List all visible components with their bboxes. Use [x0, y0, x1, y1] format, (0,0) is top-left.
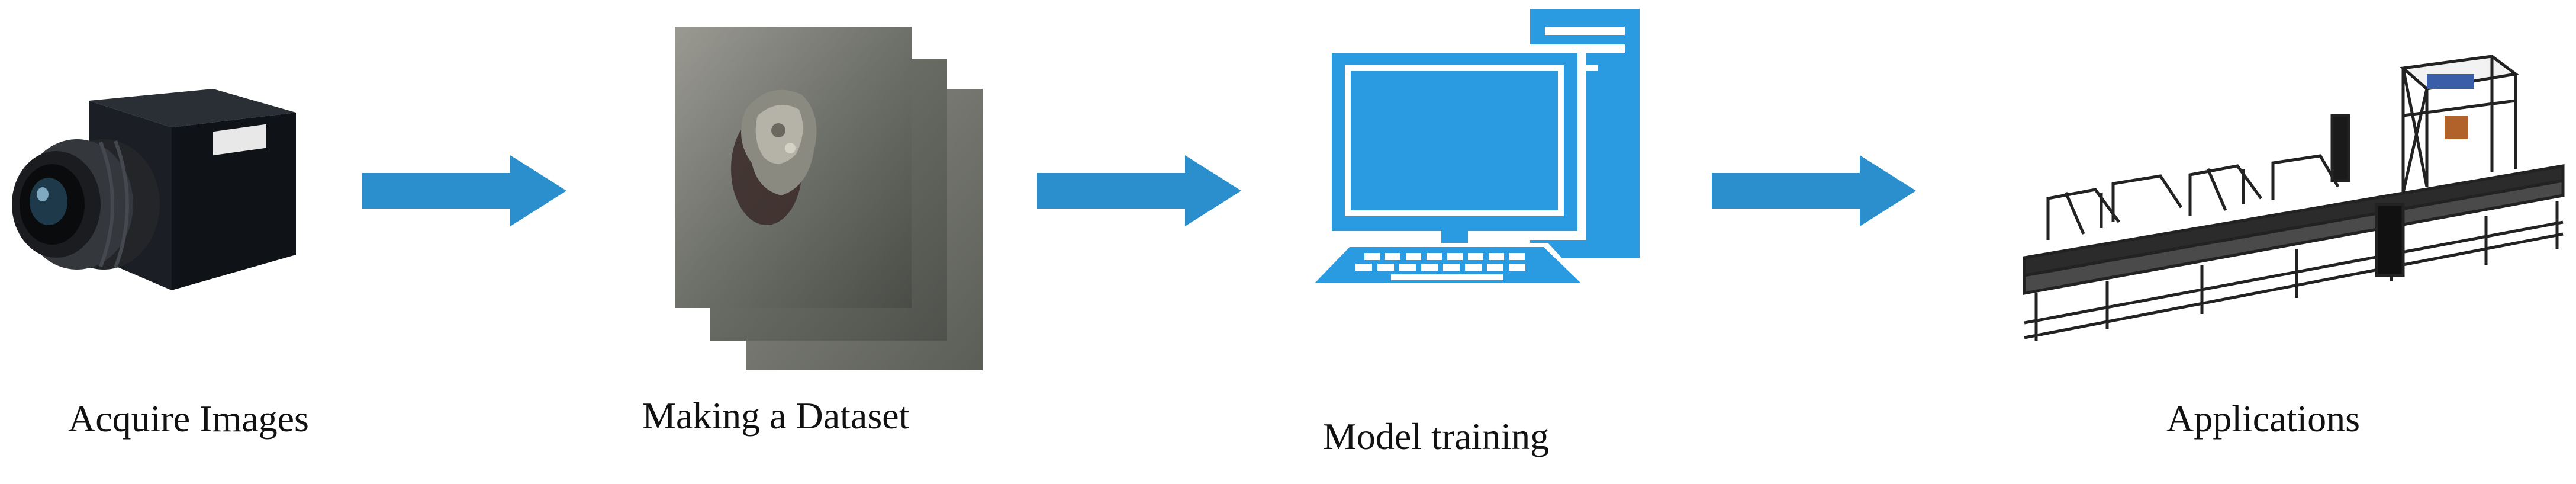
conveyor-machine-icon: [2023, 55, 2565, 341]
image-stack-icon: [675, 27, 983, 370]
computer-icon: [1308, 9, 1640, 287]
camera-icon: [12, 89, 296, 290]
stage-label-model-training: Model training: [1323, 415, 1550, 457]
arrow-right-icon: [1037, 155, 1241, 226]
stage-label-making-a-dataset: Making a Dataset: [642, 395, 910, 437]
arrow-right-icon: [1712, 155, 1916, 226]
stage-label-acquire-images: Acquire Images: [68, 398, 309, 440]
stage-label-applications: Applications: [2166, 398, 2361, 440]
arrow-right-icon: [362, 155, 566, 226]
